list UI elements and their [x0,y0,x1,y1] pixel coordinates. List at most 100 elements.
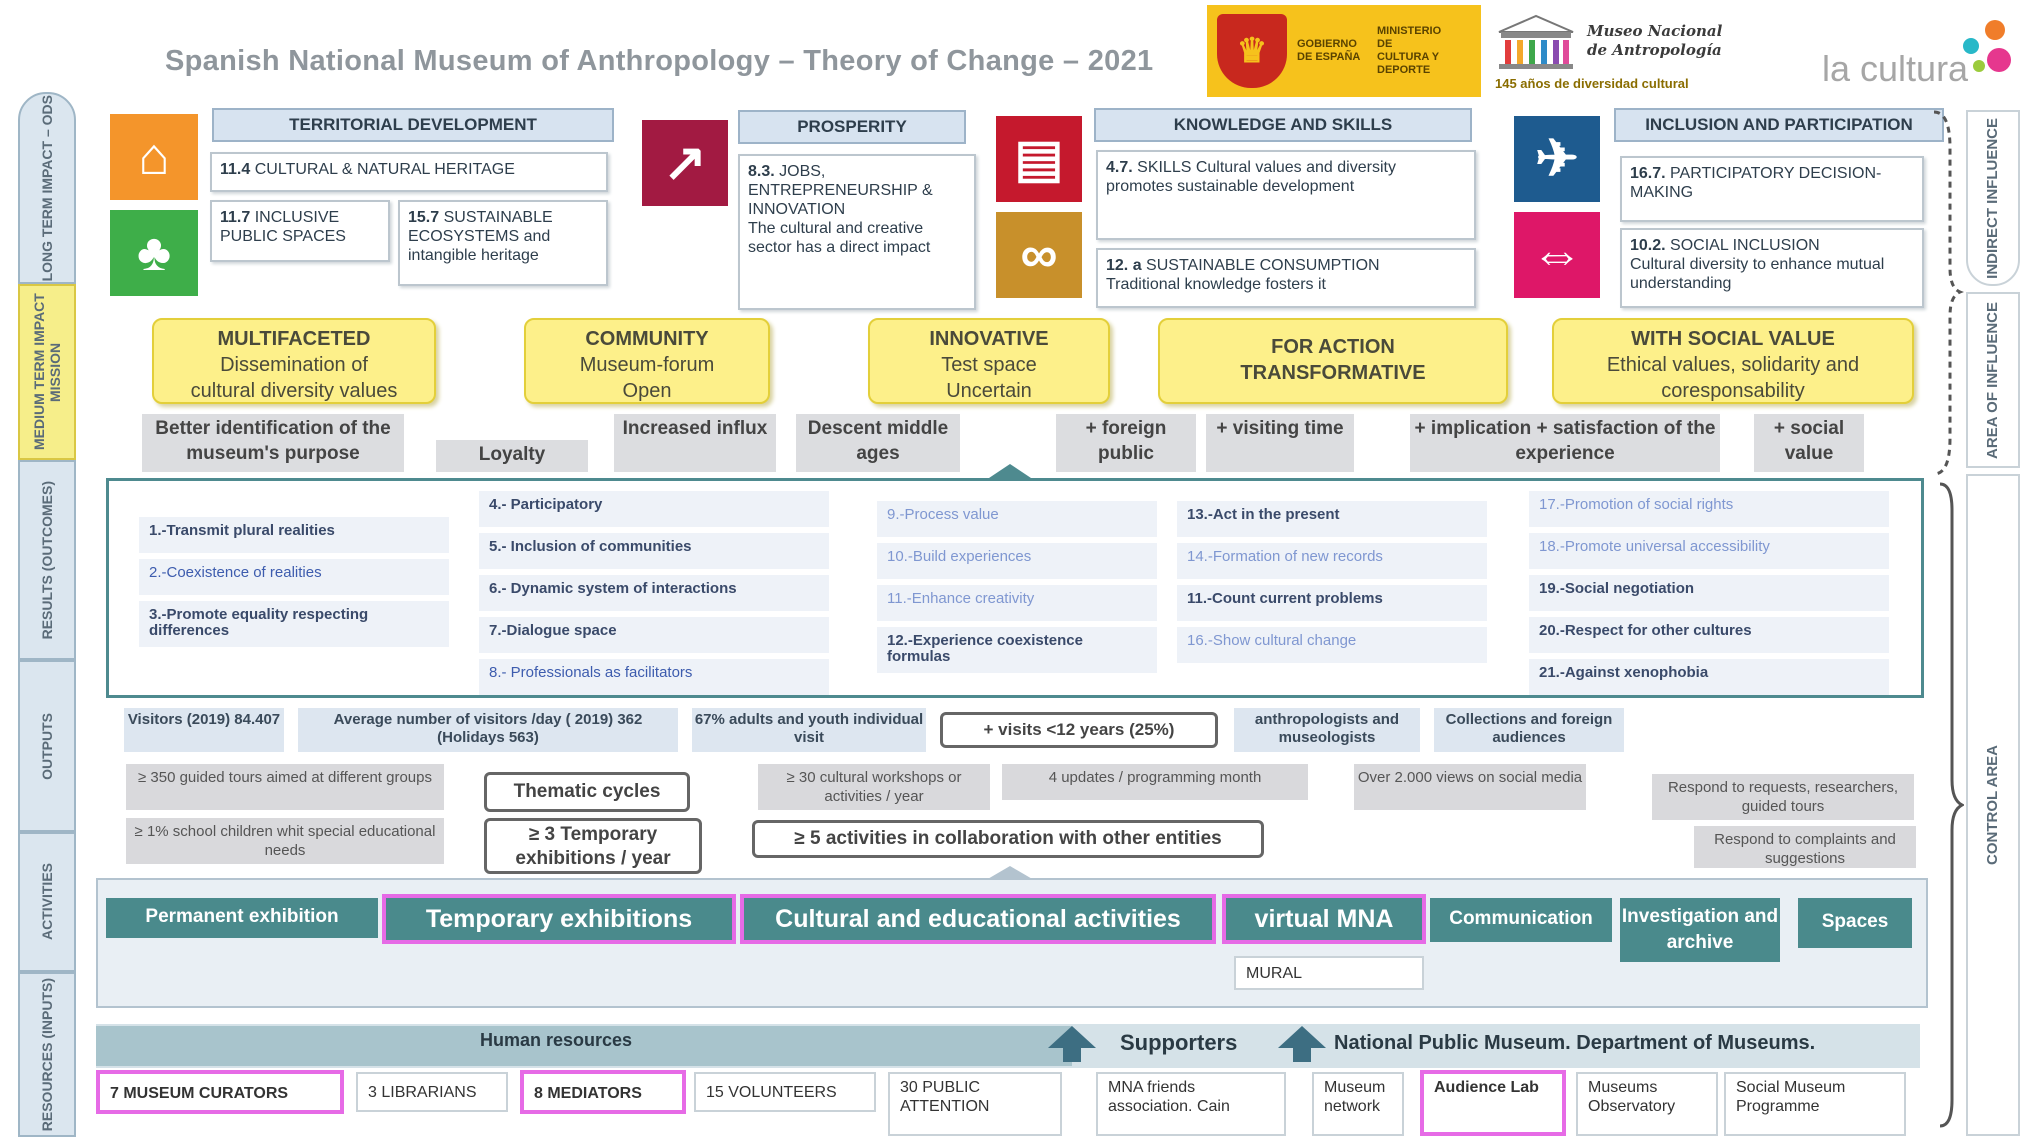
activity-temporary: Temporary exhibitions [382,894,736,944]
ods-11-4: 11.4 CULTURAL & NATURAL HERITAGE [210,152,608,192]
resource-volunteers: 15 VOLUNTEERS [694,1072,876,1112]
mna-name-2: de Antropología [1587,41,1722,59]
prosperity-title: PROSPERITY [738,110,966,144]
output-average: Average number of visitors /day ( 2019) … [298,708,678,752]
output-temporary: ≥ 3 Temporary exhibitions / year [484,818,702,874]
resources-human-band [96,1026,1072,1066]
label-indirect-influence: INDIRECT INFLUENCE [1966,110,2020,286]
national-arrow-icon [1278,1026,1326,1062]
ods-8-3: 8.3. JOBS, ENTREPRENEURSHIP & INNOVATION… [738,154,976,310]
impact-influx: Increased influx [614,414,776,472]
label-activities: ACTIVITIES [18,832,76,972]
output-thematic: Thematic cycles [484,772,690,812]
coat-of-arms-icon: ♛ [1217,14,1287,88]
activities-caret [986,866,1034,880]
impact-implication: + implication + satisfaction of the expe… [1410,414,1720,472]
gov-right-text: MINISTERIO DE CULTURA Y DEPORTE [1377,25,1442,76]
la-cultura-logo: la cultura [1822,48,1969,89]
result-20: 20.-Respect for other cultures [1529,617,1889,653]
page-title: Spanish National Museum of Anthropology … [165,45,1154,77]
label-outputs: OUTPUTS [18,660,76,832]
resource-audience-lab: Audience Lab [1420,1070,1566,1136]
output-views: Over 2.000 views on social media [1354,764,1586,810]
output-school: ≥ 1% school children whit special educat… [126,818,444,864]
result-2: 2.-Coexistence of realities [139,559,449,595]
resource-observatory: Museums Observatory [1576,1072,1718,1136]
sdg-12-infinity-icon: ∞ [994,210,1084,300]
impact-middle-ages: Descent middle ages [796,414,960,472]
label-control-area: CONTROL AREA [1966,474,2020,1136]
territorial-title: TERRITORIAL DEVELOPMENT [212,108,614,142]
resource-curators: 7 MUSEUM CURATORS [96,1070,344,1114]
result-7: 7.-Dialogue space [479,617,829,653]
mna-tagline: 145 años de diversidad cultural [1495,76,1689,91]
activity-permanent: Permanent exhibition [106,898,378,938]
result-1: 1.-Transmit plural realities [139,517,449,553]
resource-librarians: 3 LIBRARIANS [356,1072,508,1112]
result-13: 13.-Act in the present [1177,501,1487,537]
supporters-arrow-icon [1048,1026,1096,1062]
result-8: 8.- Professionals as facilitators [479,659,829,695]
impact-visiting: + visiting time [1206,414,1354,472]
ods-16-7: 16.7. PARTICIPATORY DECISION-MAKING [1620,156,1924,222]
influence-brace [1933,110,1964,476]
impact-loyalty: Loyalty [436,440,588,472]
activity-mural: MURAL [1234,956,1424,990]
result-21: 21.-Against xenophobia [1529,659,1889,695]
resources-human-label: Human resources [480,1030,633,1050]
resources-supporters-label: Supporters [1120,1030,1238,1055]
results-caret [986,464,1034,480]
cultura-dots-icon [1963,20,2011,72]
output-collections: Collections and foreign audiences [1434,708,1624,752]
result-12: 12.-Experience coexistence formulas [877,627,1157,673]
impact-social-value: + social value [1754,414,1864,472]
activity-cultural: Cultural and educational activities [740,894,1216,944]
mna-name-1: Museo Nacional [1587,22,1723,40]
inclusion-title: INCLUSION AND PARTICIPATION [1614,108,1944,142]
resource-public-attention: 30 PUBLIC ATTENTION [888,1072,1062,1136]
ods-11-7: 11.7 INCLUSIVE PUBLIC SPACES [210,200,390,262]
label-mission: MEDIUM TERM IMPACT MISSION [18,284,76,460]
label-ods: LONG TERM IMPACT – ODS [18,92,76,284]
result-11: 11.-Enhance creativity [877,585,1157,621]
output-anthropologists: anthropologists and museologists [1234,708,1420,752]
results-panel: 1.-Transmit plural realities 2.-Coexiste… [106,478,1924,698]
sdg-16-dove-icon: ✈ [1512,114,1602,204]
gov-left-text: GOBIERNO DE ESPAÑA [1297,38,1361,63]
sdg-15-tree-icon: ♣ [108,208,200,298]
activity-spaces: Spaces [1798,898,1912,948]
output-visits-12: + visits <12 years (25%) [940,712,1218,748]
ods-15-7: 15.7 SUSTAINABLE ECOSYSTEMS and intangib… [398,200,608,286]
output-visitors: Visitors (2019) 84.407 [124,708,284,752]
government-logo: ♛ GOBIERNO DE ESPAÑA MINISTERIO DE CULTU… [1207,5,1481,97]
label-results: RESULTS (OUTCOMES) [18,460,76,660]
result-16: 16.-Show cultural change [1177,627,1487,663]
activity-virtual-mna: virtual MNA [1222,894,1426,944]
result-18: 18.-Promote universal accessibility [1529,533,1889,569]
output-respond-requests: Respond to requests, researchers, guided… [1652,774,1914,820]
knowledge-title: KNOWLEDGE AND SKILLS [1094,108,1472,142]
temple-icon [1498,14,1574,69]
sdg-4-book-icon: ▤ [994,114,1084,204]
result-4: 4.- Participatory [479,491,829,527]
label-area-of-influence: AREA OF INFLUENCE [1966,292,2020,468]
result-3: 3.-Promote equality respecting differenc… [139,601,449,647]
resource-friends: MNA friends association. Cain [1096,1072,1286,1136]
result-15: 11.-Count current problems [1177,585,1487,621]
label-resources: RESOURCES (INPUTS) [18,972,76,1137]
resource-social-programme: Social Museum Programme [1724,1072,1906,1136]
output-collaboration: ≥ 5 activities in collaboration with oth… [752,820,1264,858]
result-10: 10.-Build experiences [877,543,1157,579]
impact-identification: Better identification of the museum's pu… [142,414,404,472]
sdg-10-equality-icon: ⇔ [1512,210,1602,300]
result-19: 19.-Social negotiation [1529,575,1889,611]
activity-investigation: Investigation and archive [1620,898,1780,962]
resource-museum-network: Museum network [1312,1072,1404,1136]
ods-4-7: 4.7. SKILLS Cultural values and diversit… [1096,150,1476,240]
output-adults: 67% adults and youth individual visit [692,708,926,752]
